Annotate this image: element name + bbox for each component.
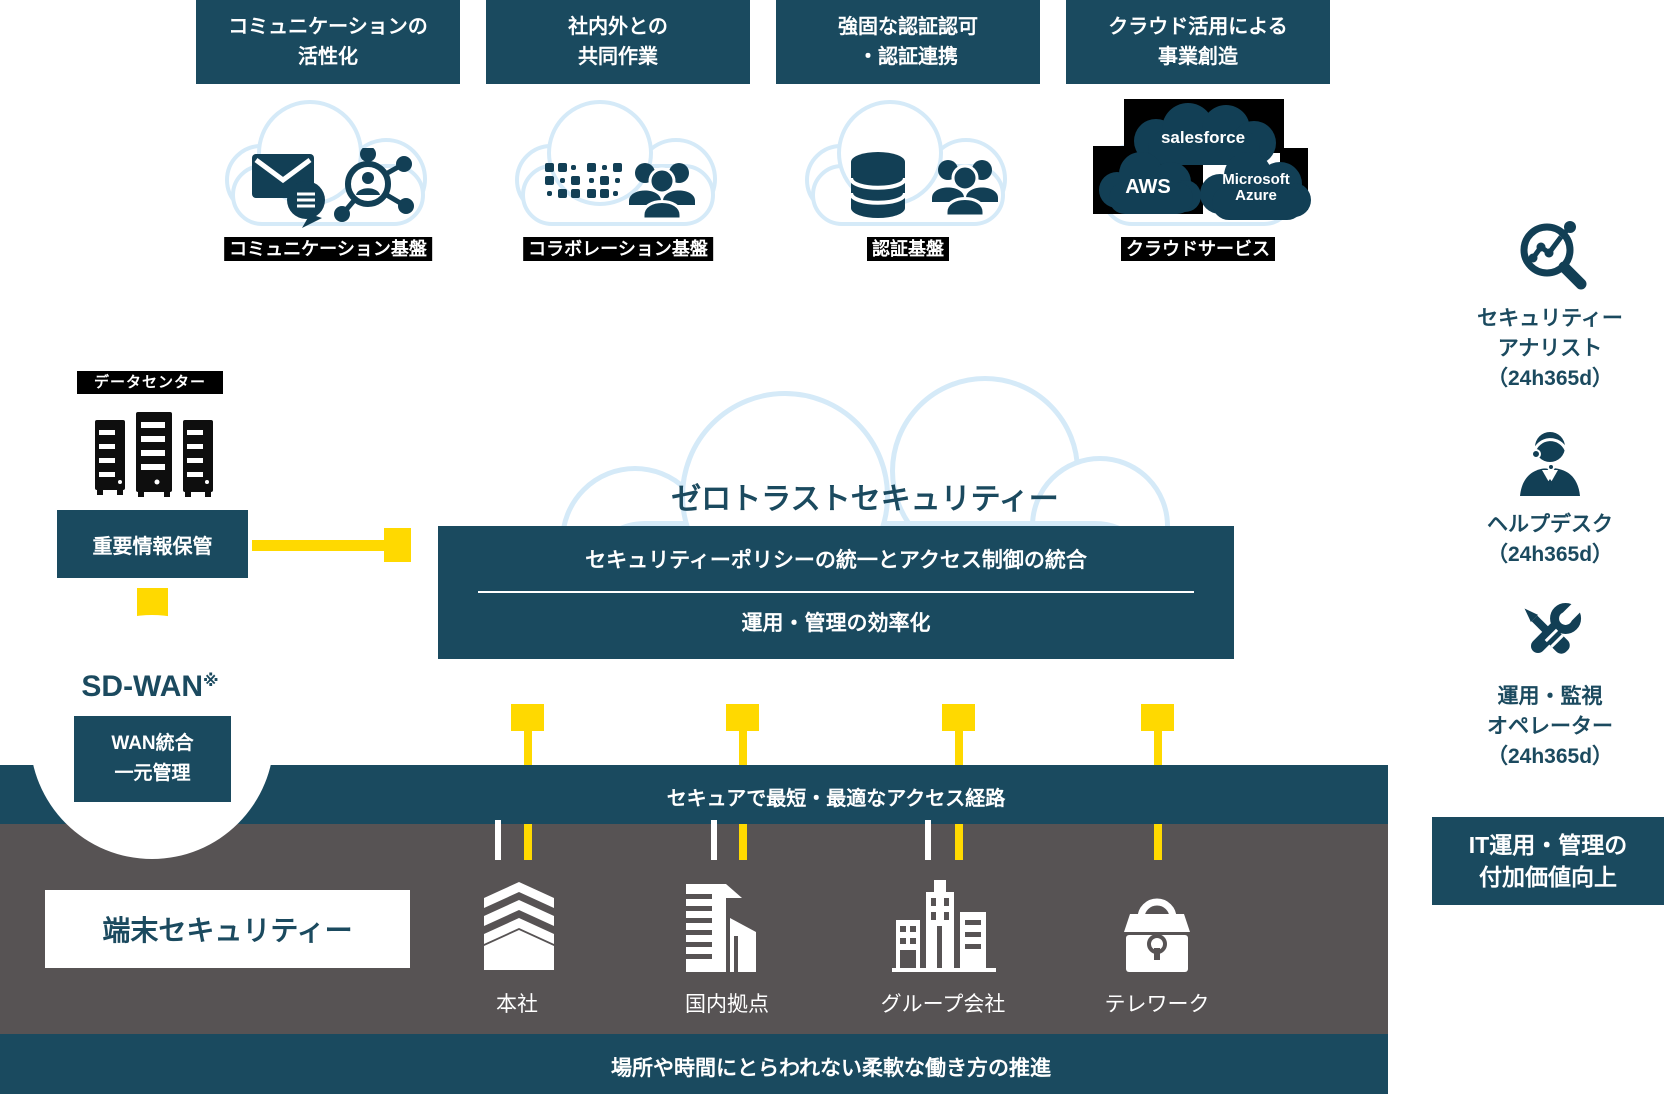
pillar-title-line: 共同作業: [578, 46, 658, 68]
connector-head: [1141, 704, 1174, 731]
pillar-title-line: 活性化: [298, 46, 358, 68]
helpdesk-operator-icon: [1520, 432, 1580, 496]
site-label-domestic-branch: 国内拠点: [685, 993, 769, 1016]
pillar-title-collaboration: 社内外との 共同作業: [486, 0, 750, 84]
server-racks-icon: [95, 412, 213, 497]
site-label-group-company: グループ会社: [880, 993, 1006, 1016]
divider-line: [478, 591, 1194, 593]
storage-to-zerotrust-connector-head: [384, 528, 411, 562]
azure-cloud-icon: [1200, 152, 1311, 220]
base-label-collaboration: コラボレーション基盤: [523, 237, 713, 261]
salesforce-label: salesforce: [1160, 128, 1246, 147]
service-helpdesk: ヘルプデスク （24h365d）: [1486, 513, 1614, 566]
connector-line: [739, 824, 747, 860]
connector-line: [1154, 731, 1162, 765]
secure-access-band-text: セキュアで最短・最適なアクセス経路: [666, 788, 1006, 810]
base-label-communication: コミュニケーション基盤: [224, 237, 432, 261]
pillar-title-line: ・認証連携: [858, 46, 958, 68]
it-value-box: IT運用・管理の 付加価値向上: [1432, 817, 1664, 905]
wan-unified-box: WAN統合 一元管理: [74, 716, 231, 802]
footnote-mark: ※: [203, 673, 219, 690]
site-label-headquarters: 本社: [496, 993, 538, 1016]
pillar-title-line: クラウド活用による: [1108, 16, 1288, 38]
connector-head: [942, 704, 975, 731]
storage-to-zerotrust-connector-line: [252, 540, 384, 551]
connector-line: [955, 824, 963, 860]
connector-line: [739, 731, 747, 765]
pillar-title-line: 強固な認証認可: [838, 16, 978, 38]
telework-bag-icon: [1124, 898, 1190, 972]
azure-label: Microsoft Azure: [1222, 171, 1290, 204]
operations-tools-icon: [1524, 602, 1582, 654]
base-label-authentication: 認証基盤: [867, 237, 949, 261]
workstyle-band: [0, 1034, 1388, 1094]
site-label-telework: テレワーク: [1104, 993, 1210, 1016]
zero-trust-heading: ゼロトラストセキュリティー: [671, 483, 1059, 516]
site-link-line: [711, 820, 717, 860]
aws-label: AWS: [1125, 176, 1171, 198]
zero-trust-ops-row: 運用・管理の効率化: [741, 612, 931, 635]
pillar-title-communication: コミュニケーションの 活性化: [196, 0, 460, 84]
workstyle-band-text: 場所や時間にとらわれない柔軟な働き方の推進: [611, 1057, 1051, 1080]
connector-line: [524, 824, 532, 860]
domestic-branch-building-icon: [686, 884, 756, 972]
database-people-icon: [849, 152, 998, 218]
datacenter-label: データセンター: [77, 371, 223, 394]
pillar-title-cloud-business: クラウド活用による 事業創造: [1066, 0, 1330, 84]
cloud-bump: [547, 100, 653, 206]
service-operations-monitor: 運用・監視 オペレーター （24h365d）: [1486, 685, 1614, 768]
pillar-title-line: 社内外との: [568, 16, 668, 38]
sdwan-up-connector-head: [137, 588, 168, 618]
service-security-analyst: セキュリティー アナリスト （24h365d）: [1477, 307, 1623, 390]
connector-head: [511, 704, 544, 731]
pillar-title-authentication: 強固な認証認可 ・認証連携: [776, 0, 1040, 84]
sdwan-title: SD-WAN※: [81, 670, 219, 703]
aws-cloud-icon: [1099, 152, 1201, 214]
endpoint-security-box: 端末セキュリティー: [45, 890, 410, 968]
group-company-buildings-icon: [892, 880, 996, 972]
critical-info-storage-box: 重要情報保管: [57, 510, 248, 578]
connector-line: [955, 731, 963, 765]
connector-line: [524, 731, 532, 765]
zero-trust-policy-row: セキュリティーポリシーの統一とアクセス制御の統合: [585, 549, 1087, 572]
pillar-title-line: 事業創造: [1158, 46, 1238, 68]
security-analyst-icon: [1520, 221, 1587, 290]
base-label-cloud-services: クラウドサービス: [1121, 237, 1275, 261]
dots-grid-people-icon: [545, 163, 695, 221]
site-link-line: [925, 820, 931, 860]
pillar-title-line: コミュニケーションの: [228, 16, 428, 38]
site-link-line: [495, 820, 501, 860]
zero-trust-box: セキュリティーポリシーの統一とアクセス制御の統合 運用・管理の効率化: [438, 526, 1234, 659]
headquarters-building-icon: [484, 882, 554, 970]
connector-line: [1154, 824, 1162, 860]
connector-head: [726, 704, 759, 731]
mail-chat-network-icon: [252, 148, 414, 228]
